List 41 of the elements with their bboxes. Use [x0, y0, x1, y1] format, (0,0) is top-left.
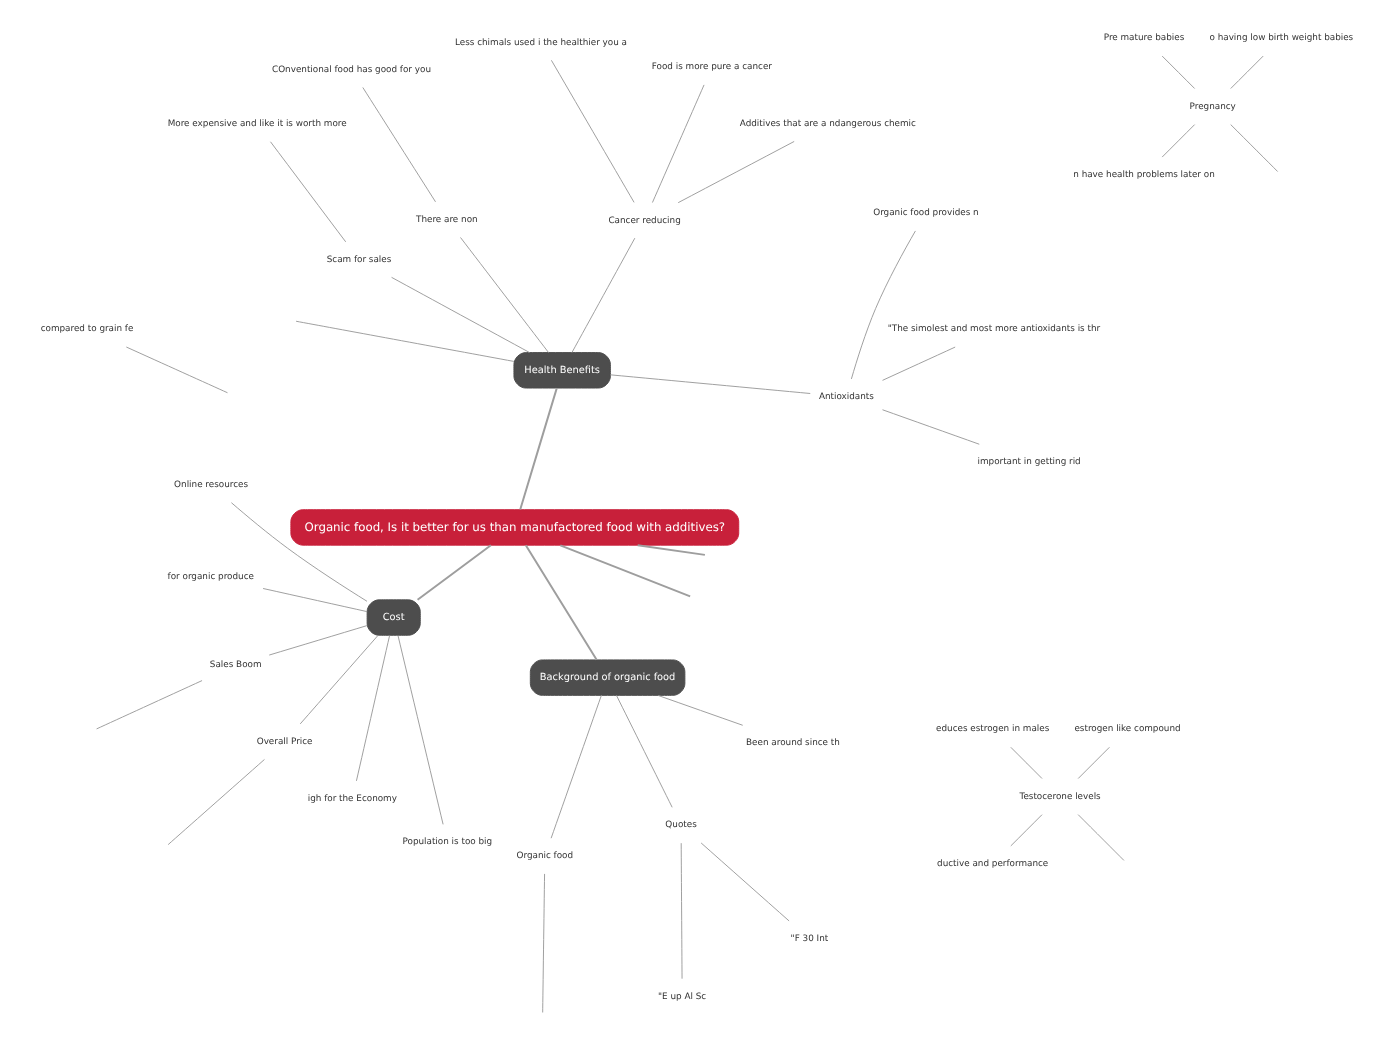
connector: [1077, 814, 1125, 861]
connector: [519, 387, 558, 511]
connector: [559, 544, 692, 598]
connector: [657, 695, 744, 726]
connector: [125, 346, 228, 394]
connector: [610, 374, 811, 394]
connector: [295, 320, 515, 362]
connector: [362, 87, 436, 203]
connector: [230, 502, 368, 602]
connector: [397, 635, 444, 825]
connector: [677, 141, 795, 204]
connector: [1161, 124, 1196, 158]
connector: [355, 635, 391, 782]
connector: [542, 873, 546, 1013]
connector: [850, 230, 916, 380]
connector: [882, 409, 980, 445]
connector: [416, 544, 492, 601]
connector: [460, 237, 549, 353]
connector: [391, 276, 530, 353]
connector: [616, 694, 673, 808]
connector: [550, 694, 602, 839]
connector: [262, 588, 368, 613]
connector: [270, 141, 347, 243]
connector: [651, 84, 705, 203]
connector: [571, 237, 636, 353]
connector: [1230, 55, 1264, 89]
connector: [700, 842, 790, 922]
connector: [268, 625, 368, 656]
connector: [680, 842, 683, 980]
connector: [882, 346, 956, 381]
connector: [524, 544, 598, 661]
connector: [1077, 746, 1110, 779]
connector: [1161, 55, 1196, 89]
connector: [96, 680, 203, 730]
connector: [1010, 746, 1043, 779]
connector: [550, 59, 635, 203]
connector: [1230, 124, 1279, 173]
connector: [636, 544, 706, 556]
connector: [1010, 814, 1043, 847]
connector: [299, 634, 379, 725]
connector: [167, 759, 265, 846]
